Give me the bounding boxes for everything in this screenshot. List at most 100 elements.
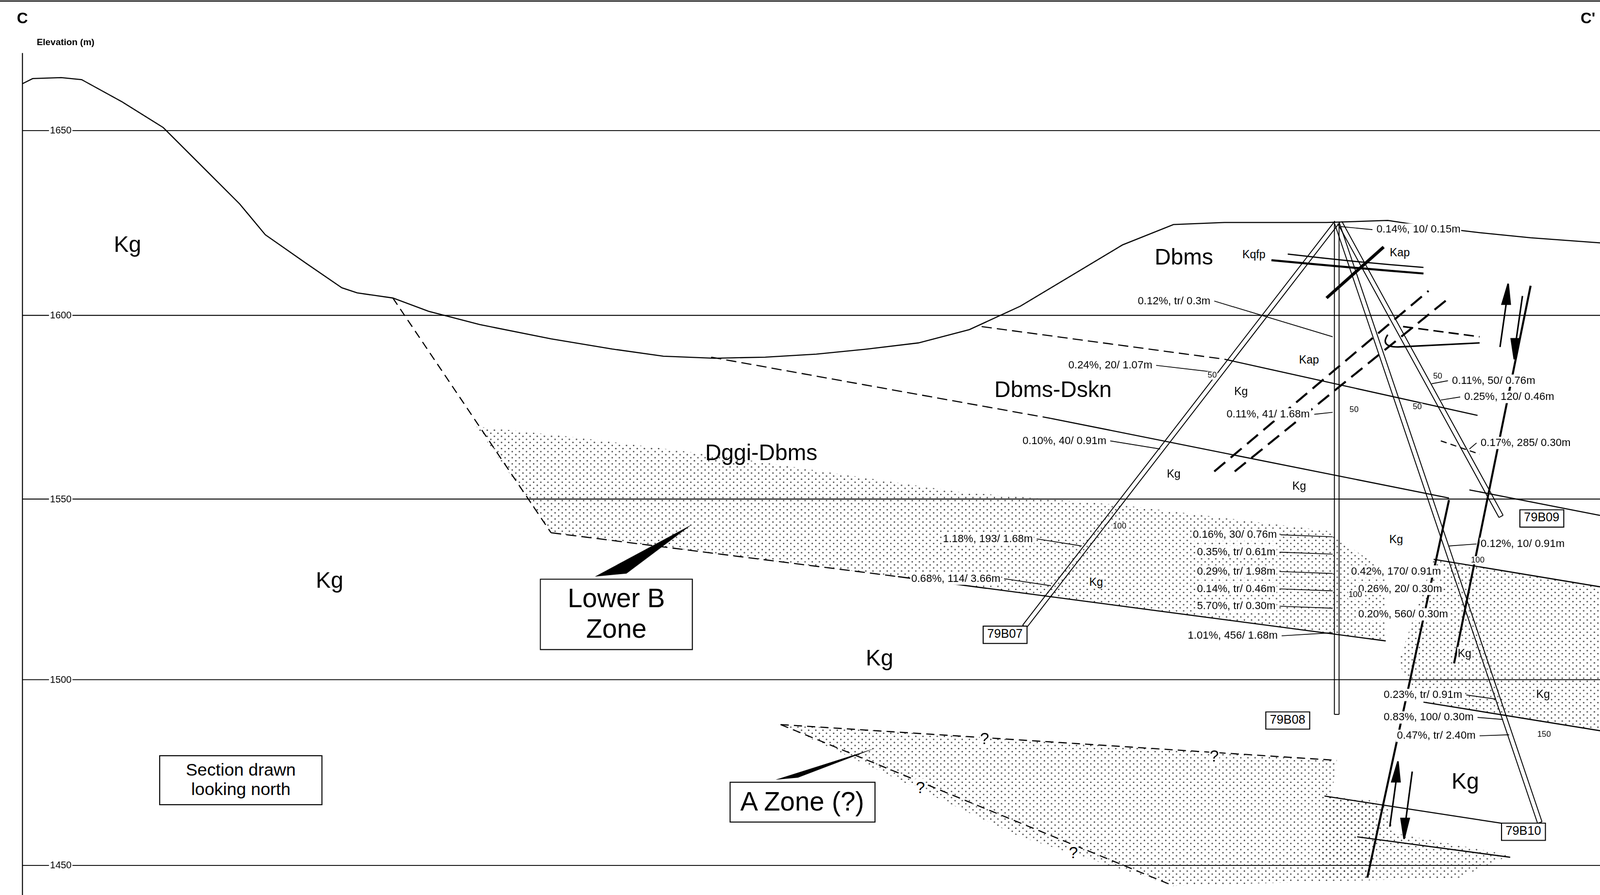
unit-label: Kg <box>315 568 344 594</box>
annotation-label: Kg <box>1165 467 1182 480</box>
leader-line <box>1110 440 1161 449</box>
annotation-label: 0.35%, tr/ 0.61m <box>1195 545 1277 558</box>
annotation-label: C' <box>1580 9 1596 27</box>
drill-hole-tag: 79B10 <box>1500 822 1547 841</box>
annotation-label: ? <box>914 778 926 797</box>
annotation-label: 0.12%, 10/ 0.91m <box>1479 537 1566 550</box>
drill-hole-end <box>1499 515 1503 518</box>
annotation-label: 0.20%, 560/ 0.30m <box>1357 608 1450 620</box>
leader-line <box>1279 571 1333 574</box>
leader-line <box>1279 552 1333 555</box>
unit-label: Kg <box>865 645 894 671</box>
leader-line <box>1036 538 1082 546</box>
leader-line <box>1440 396 1461 400</box>
annotation-label: Kap <box>1388 246 1411 259</box>
node-text: 79B07 <box>987 627 1023 642</box>
unit-label: Kg <box>1451 769 1480 794</box>
annotation-label: 0.17%, 285/ 0.30m <box>1479 436 1572 449</box>
unit-label: Kg <box>113 232 142 258</box>
annotation-label: 0.24%, 20/ 1.07m <box>1067 359 1154 371</box>
node-text: 79B08 <box>1270 713 1306 728</box>
unit-label: Dggi-Dbms <box>705 440 818 466</box>
annotation-label: 0.68%, 114/ 3.66m <box>910 572 1002 585</box>
note-box: Section drawn looking north <box>159 754 323 805</box>
annotation-label: 0.25%, 120/ 0.46m <box>1463 390 1556 403</box>
node-text: 79B09 <box>1523 511 1560 526</box>
annotation-label: 0.12%, tr/ 0.3m <box>1136 295 1212 307</box>
leader-line <box>1431 380 1449 384</box>
zone-callout-box: Lower B Zone <box>539 578 693 650</box>
annotation-label: ? <box>979 729 991 748</box>
annotation-label: 0.14%, 10/ 0.15m <box>1375 223 1462 235</box>
axis-label: 50 <box>1411 402 1423 412</box>
node-text: Lower B Zone <box>548 583 684 645</box>
leader-line <box>1004 578 1052 586</box>
leader-line <box>1314 412 1333 414</box>
annotation-label: 0.11%, 41/ 1.68m <box>1225 408 1311 420</box>
axis-label: 1550 <box>49 494 73 505</box>
unit-label: Dbms <box>1154 245 1214 270</box>
leader-line <box>1469 443 1477 450</box>
leader-line <box>1477 717 1504 720</box>
drill-hole-line <box>1338 222 1340 714</box>
drill-hole-tag: 79B09 <box>1518 509 1565 528</box>
axis-label: 100 <box>1111 522 1128 531</box>
axis-label: 1600 <box>49 310 73 321</box>
leader-line <box>1466 694 1497 699</box>
drill-hole-tag: 79B07 <box>982 625 1028 644</box>
annotation-label: 0.26%, 20/ 0.30m <box>1357 582 1444 595</box>
node-text: 79B10 <box>1505 824 1542 839</box>
axis-label: 100 <box>1347 590 1364 599</box>
annotation-label: 0.29%, tr/ 1.98m <box>1195 565 1277 578</box>
annotation-label: Kg <box>1388 532 1405 545</box>
node-text: Section drawn looking north <box>170 759 312 800</box>
leader-line <box>1214 300 1333 337</box>
annotation-label: Kg <box>1088 575 1105 588</box>
leader-line <box>1279 588 1333 591</box>
annotation-label: Kqfp <box>1241 247 1267 261</box>
annotation-label: Kg <box>1291 479 1308 492</box>
axis-label: 100 <box>1469 555 1486 565</box>
annotation-label: C <box>16 9 29 27</box>
annotation-label: 0.14%, tr/ 0.46m <box>1195 582 1277 595</box>
axis-label: 50 <box>1206 370 1218 380</box>
leader-line <box>1449 544 1477 546</box>
drill-hole-line <box>1022 220 1335 626</box>
leader-line <box>1479 734 1510 736</box>
annotation-label: 0.10%, 40/ 0.91m <box>1021 434 1108 447</box>
leader-line <box>1279 606 1333 609</box>
annotation-label: Kap <box>1298 353 1320 366</box>
axis-label: 1450 <box>49 860 73 872</box>
drill-hole-line <box>1337 223 1500 518</box>
axis-label: 50 <box>1348 405 1360 415</box>
annotation-label: ? <box>1208 746 1221 765</box>
annotation-label: 1.01%, 456/ 1.68m <box>1186 629 1279 642</box>
annotation-label: 0.23%, tr/ 0.91m <box>1382 688 1464 701</box>
leader-line <box>1281 632 1333 636</box>
annotation-label: 0.11%, 50/ 0.76m <box>1451 374 1537 387</box>
drill-hole-line <box>1338 221 1542 822</box>
annotation-label: Kg <box>1233 384 1250 397</box>
drill-hole-line <box>1026 223 1339 628</box>
axis-label: Elevation (m) <box>36 37 95 49</box>
axis-label: 1650 <box>49 125 73 137</box>
drill-hole-tag: 79B08 <box>1264 711 1311 730</box>
drill-hole-line <box>1334 222 1336 714</box>
axis-label: 1500 <box>49 674 73 686</box>
annotation-label: 5.70%, tr/ 0.30m <box>1195 599 1277 612</box>
zone-callout-box: A Zone (?) <box>728 781 876 823</box>
annotation-label: 0.16%, 30/ 0.76m <box>1191 528 1278 541</box>
annotation-label: Kg <box>1456 646 1473 660</box>
leader-line <box>1340 226 1373 230</box>
leader-line <box>1280 534 1333 537</box>
annotation-label: 0.83%, 100/ 0.30m <box>1382 711 1475 724</box>
axis-label: 50 <box>1432 371 1444 381</box>
annotation-label: Kg <box>1534 687 1551 700</box>
annotation-label: 1.18%, 193/ 1.68m <box>941 532 1035 545</box>
annotation-label: ? <box>1067 843 1079 862</box>
node-text: A Zone (?) <box>740 786 864 818</box>
drill-hole-end <box>1334 713 1340 715</box>
axis-label: 150 <box>1536 729 1552 739</box>
drill-hole-line <box>1334 223 1538 824</box>
